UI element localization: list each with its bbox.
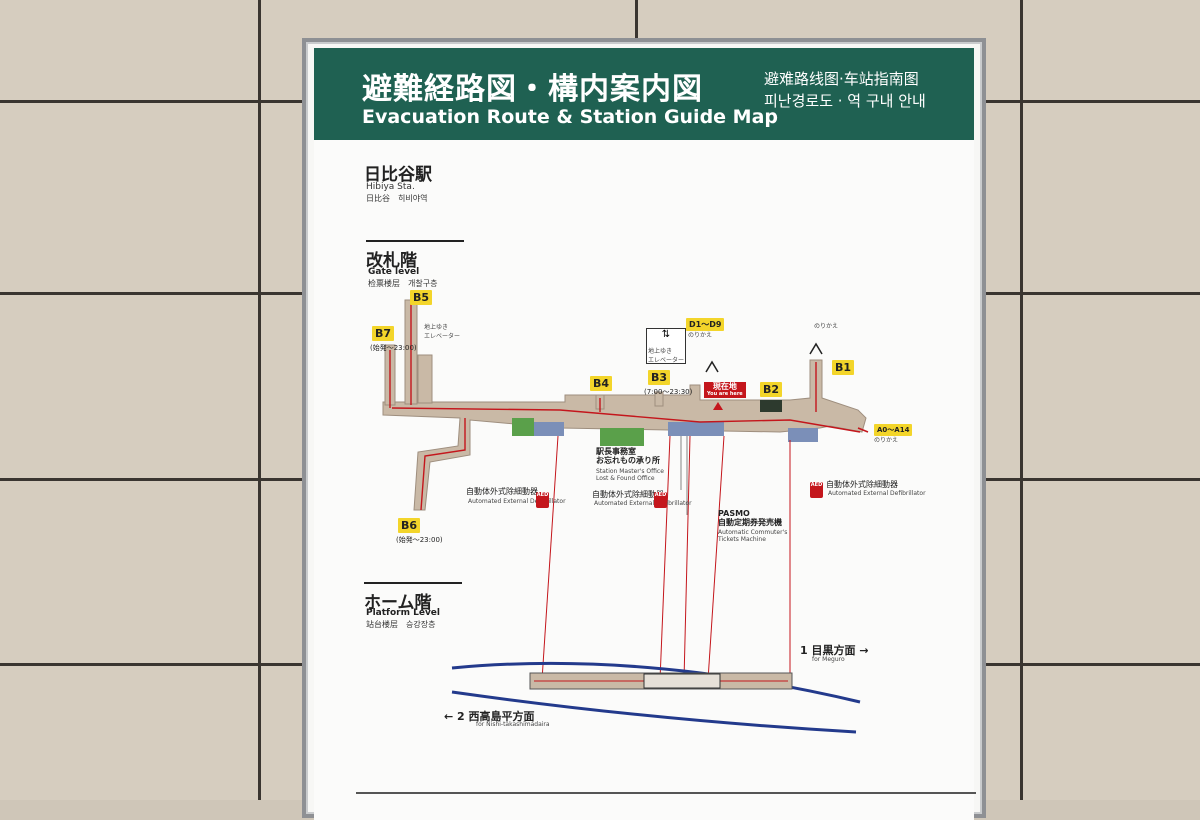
station-office-label-en: Station Master's Office Lost & Found Off… [596, 468, 664, 482]
direction-nishi-en: for Nishi-takashimadaira [476, 721, 550, 728]
direction-nishitakashimadaira: ← 2 西高島平方面 [444, 708, 535, 724]
exit-b1: B1 [832, 360, 855, 375]
exit-b7-hours: (始発〜23:00) [370, 344, 417, 352]
title-korean: 피난경로도 · 역 구내 안내 [764, 92, 926, 110]
you-are-here-jp: 現在地 [712, 382, 737, 391]
aed-label-en: Automated External Defibrillator [468, 498, 566, 505]
platform-level-title-en: Platform Level [366, 608, 440, 618]
block-dark [760, 400, 782, 412]
exit-b2: B2 [760, 382, 783, 397]
elevator-label: 地上ゆき エレベーター [648, 348, 685, 364]
track-line [451, 661, 861, 704]
arrow-left-icon: ← [444, 710, 458, 723]
station-map [382, 299, 869, 734]
section-divider [366, 240, 464, 242]
direction-meguro-label: 1 目黒方面 [800, 644, 856, 657]
arrow-up-icon [705, 360, 719, 373]
arrow-right-icon [857, 427, 869, 433]
elevator-label-b5: 地上ゆき エレベーター [424, 324, 461, 340]
gate-block [668, 422, 724, 436]
station-name-sub: 日比谷 히비야역 [366, 194, 428, 203]
aed-icon: AED [536, 492, 549, 508]
exit-b7: B7 [372, 326, 395, 341]
aed-icon: AED [654, 492, 667, 508]
exit-b6: B6 [398, 518, 421, 533]
you-are-here-badge: 現在地 You are here [704, 382, 746, 399]
connection-lines-gray [680, 436, 688, 515]
elevator-sign: ⇅ [646, 328, 686, 364]
direction-meguro-en: for Meguro [812, 656, 845, 663]
arrow-up-icon [809, 342, 823, 355]
exit-b3: B3 [648, 370, 671, 385]
title-english: Evacuation Route & Station Guide Map [362, 106, 779, 128]
pasmo-label: PASMO 自動定期券発売機 [718, 509, 782, 528]
transfer-label: のりかえ [874, 437, 899, 444]
connection-lines [541, 435, 791, 681]
exit-a0-a14: A0〜A14 [874, 424, 913, 436]
transfer-label: のりかえ [688, 332, 713, 339]
title-japanese: 避難経路図・構内案内図 [362, 72, 703, 107]
block-green [600, 428, 644, 446]
transfer-label: のりかえ [814, 323, 839, 330]
gate-block [788, 428, 818, 442]
direction-meguro: 1 目黒方面 → [800, 642, 869, 658]
exit-b3-hours: (7:00〜23:30) [644, 388, 693, 396]
platform-level-title-sub: 站台楼层 승강장층 [366, 620, 436, 629]
arrow-right-icon: → [859, 644, 869, 657]
pasmo-label-en: Automatic Commuter's Tickets Machine [718, 529, 788, 543]
board-bottom-line [356, 792, 976, 794]
platform-stairs [643, 673, 721, 689]
gate-level-title-sub: 检票楼层 개찰구층 [368, 279, 438, 288]
gate-level-title-en: Gate level [368, 267, 420, 277]
station-office-label: 駅長事務室 お忘れもの承り所 [596, 447, 660, 466]
aed-icon: AED [810, 482, 823, 498]
you-are-here-marker [713, 402, 723, 410]
station-name: 日比谷駅 [364, 165, 432, 185]
sign-header: 避難経路図・構内案内図 Evacuation Route & Station G… [314, 48, 974, 140]
exit-b6-hours: (始発〜23:00) [396, 536, 443, 544]
block-green [512, 418, 534, 436]
exit-d1-d9: D1〜D9 [686, 318, 725, 331]
elevator-icon: ⇅ [661, 329, 671, 340]
you-are-here-en: You are here [707, 390, 743, 397]
gate-block [534, 422, 564, 436]
aed-label-en: Automated External Defibrillator [594, 500, 692, 507]
platform-level-title: ホーム階 [364, 593, 432, 613]
track-line [451, 690, 857, 734]
title-chinese: 避难路线图·车站指南图 [764, 70, 919, 88]
station-name-en: Hibiya Sta. [366, 182, 415, 192]
aed-label: 自動体外式除細動器 [826, 480, 898, 489]
tile-joint [258, 0, 261, 800]
direction-nishi-label: 2 西高島平方面 [457, 710, 535, 723]
tile-joint [1020, 0, 1023, 800]
exit-b4: B4 [590, 376, 613, 391]
aed-label: 自動体外式除細動器 [466, 487, 538, 496]
section-divider [364, 582, 462, 584]
aed-label-en: Automated External Defibrillator [828, 490, 926, 497]
aed-label: 自動体外式除細動器 [592, 490, 664, 499]
tile-joint [635, 0, 638, 40]
gate-level-title: 改札階 [366, 251, 417, 271]
exit-b5: B5 [410, 290, 433, 305]
evacuation-route [389, 300, 861, 511]
